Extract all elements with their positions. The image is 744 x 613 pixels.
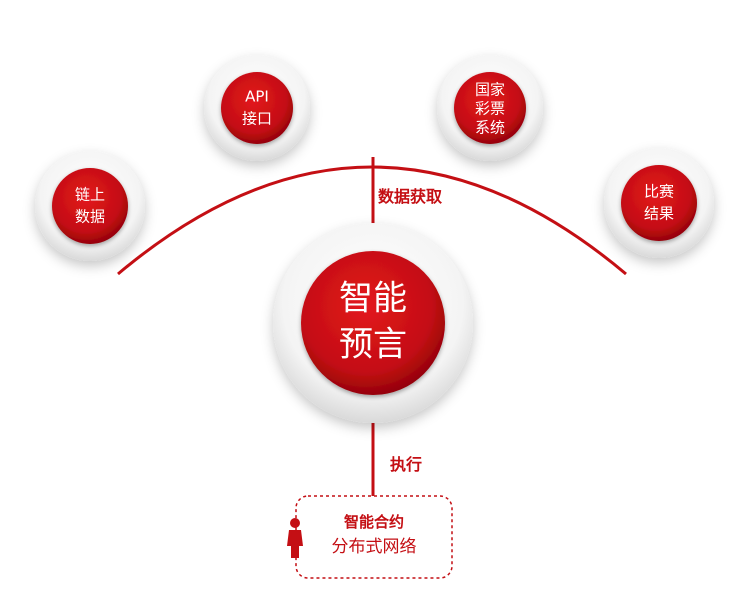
execute-label: 执行 (390, 455, 422, 474)
node-onchain-label-1: 链上 (75, 186, 105, 204)
data-fetch-label: 数据获取 (378, 187, 442, 206)
center-label-1: 智能 (339, 279, 407, 319)
node-api-label-1: API (245, 88, 269, 106)
node-match-result: 比赛 结果 (604, 148, 714, 258)
node-api: API 接口 (204, 55, 310, 161)
node-lottery-label-1: 国家 (475, 81, 505, 99)
center-label-2: 预言 (339, 325, 407, 365)
node-match-label-1: 比赛 (644, 183, 674, 201)
node-lottery-label-3: 系统 (475, 119, 505, 137)
person-icon (287, 518, 303, 558)
contract-title: 智能合约 (344, 513, 404, 531)
node-onchain-data: 链上 数据 (35, 151, 145, 261)
node-lottery-system: 国家 彩票 系统 (437, 55, 543, 161)
node-lottery-label-2: 彩票 (475, 100, 505, 118)
center-node-smart-oracle: 智能 预言 (273, 223, 473, 423)
smart-contract-box: 智能合约 分布式网络 (287, 495, 453, 579)
node-match-label-2: 结果 (644, 205, 674, 223)
contract-subtitle: 分布式网络 (332, 537, 417, 557)
node-api-label-2: 接口 (242, 110, 272, 128)
node-onchain-label-2: 数据 (75, 208, 105, 226)
